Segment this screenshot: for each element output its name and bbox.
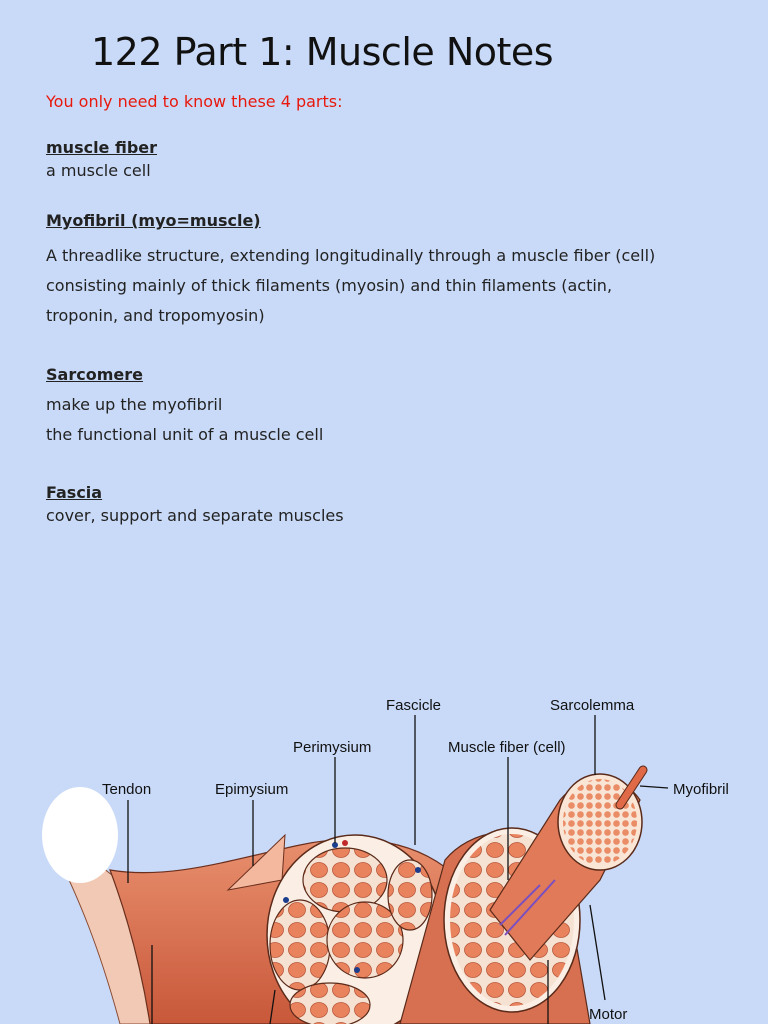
muscle-anatomy-diagram: Fascicle Sarcolemma Perimysium Muscle fi… xyxy=(42,697,729,1024)
leader-line xyxy=(269,989,276,1024)
fascicle-bundle xyxy=(387,859,433,931)
term-myofibril: Myofibril (myo=muscle) xyxy=(46,211,261,230)
desc-myofibril: A threadlike structure, extending longit… xyxy=(46,241,736,331)
intro-note: You only need to know these 4 parts: xyxy=(46,92,343,111)
nerve-fiber xyxy=(504,879,556,936)
label-muscle-fiber: Muscle fiber (cell) xyxy=(448,739,566,756)
desc-line: troponin, and tropomyosin) xyxy=(46,306,265,325)
leader-line-motor xyxy=(589,904,606,1001)
label-myofibril: Myofibril xyxy=(673,781,729,798)
blood-vessel xyxy=(354,967,360,973)
desc-muscle-fiber: a muscle cell xyxy=(46,161,151,180)
blood-vessel xyxy=(415,867,421,873)
desc-sarcomere: make up the myofibril the functional uni… xyxy=(46,390,736,450)
fascicle-bundle xyxy=(289,982,371,1024)
blood-vessel xyxy=(332,842,338,848)
fascicle-bundle xyxy=(326,901,404,979)
label-fascicle: Fascicle xyxy=(386,697,441,714)
tendon-end-highlight xyxy=(42,787,118,883)
epimysium-flap xyxy=(226,833,286,891)
label-motor: Motor xyxy=(589,1006,627,1023)
leader-line-myofibril xyxy=(639,785,669,789)
label-sarcolemma: Sarcolemma xyxy=(550,697,635,714)
fascicle-bundle xyxy=(269,899,331,991)
desc-line: A threadlike structure, extending longit… xyxy=(46,246,656,265)
term-fascia: Fascia xyxy=(46,483,103,502)
page-title: 122 Part 1: Muscle Notes xyxy=(91,30,554,74)
label-perimysium: Perimysium xyxy=(293,739,371,756)
nerve-fiber xyxy=(499,884,541,926)
blood-vessel xyxy=(283,897,289,903)
fascicle-bundle xyxy=(302,847,388,913)
label-tendon: Tendon xyxy=(102,781,151,798)
term-muscle-fiber: muscle fiber xyxy=(46,138,158,157)
label-epimysium: Epimysium xyxy=(215,781,288,798)
myofibril-rod xyxy=(616,766,647,809)
term-sarcomere: Sarcomere xyxy=(46,365,143,384)
blood-vessel xyxy=(342,840,348,846)
desc-line: make up the myofibril xyxy=(46,395,223,414)
desc-fascia: cover, support and separate muscles xyxy=(46,506,344,525)
desc-line: consisting mainly of thick filaments (my… xyxy=(46,276,613,295)
desc-line: the functional unit of a muscle cell xyxy=(46,425,324,444)
